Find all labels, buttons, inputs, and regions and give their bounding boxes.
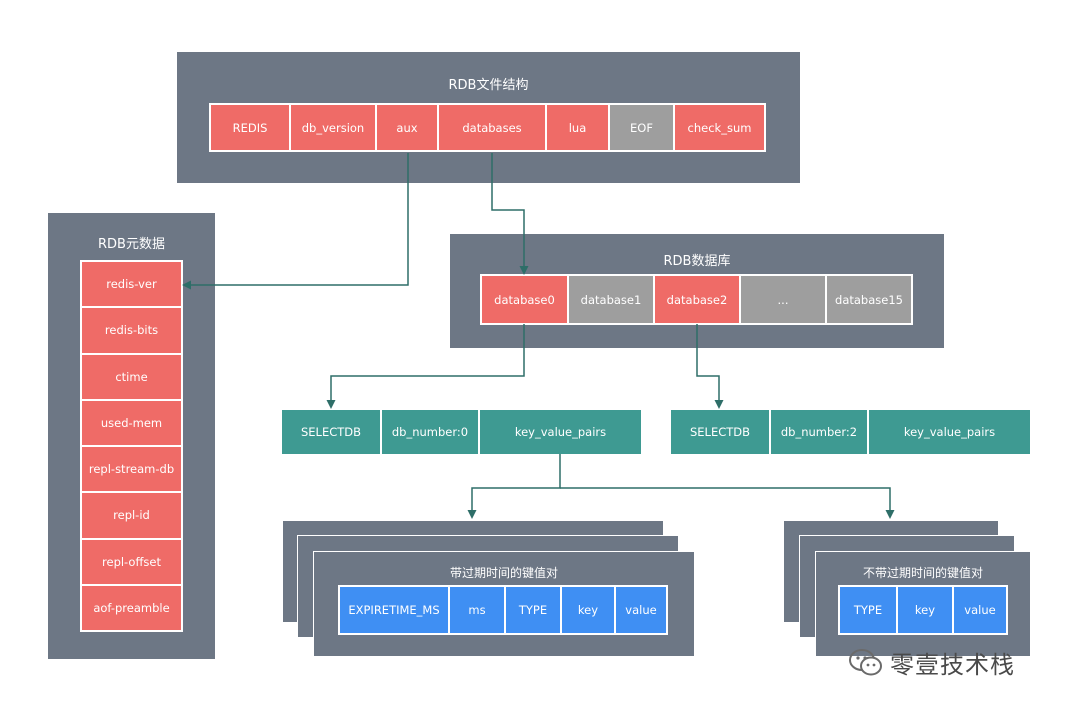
cell-plain-value: value [954, 587, 1006, 633]
rdb-database-title: RDB数据库 [663, 254, 731, 269]
cell-expiring-type: TYPE [506, 587, 562, 633]
db0-selectdb: SELECTDB [282, 410, 382, 454]
expiring-pairs-panel: 带过期时间的键值对 EXPIRETIME_MS ms TYPE key valu… [313, 551, 695, 657]
db2-selectdb-row: SELECTDB db_number:2 key_value_pairs [671, 410, 1030, 454]
cell-plain-type: TYPE [840, 587, 898, 633]
db2-db-number: db_number:2 [771, 410, 869, 454]
cell-lua: lua [547, 105, 610, 150]
arrow-databases-to-database-panel [491, 153, 529, 275]
arrow-database2-to-selectdb [696, 324, 724, 409]
cell-check-sum: check_sum [675, 105, 764, 150]
plain-pairs-title: 不带过期时间的键值对 [862, 566, 983, 580]
plain-pairs-row: TYPE key value [838, 585, 1008, 635]
meta-ctime: ctime [82, 354, 181, 401]
cell-db-version: db_version [291, 105, 377, 150]
cell-expiring-value: value [616, 587, 666, 633]
cell-expiretime-ms: EXPIRETIME_MS [340, 587, 450, 633]
meta-repl-stream-db: repl-stream-db [82, 447, 181, 494]
meta-redis-ver: redis-ver [82, 262, 181, 309]
db0-key-value-pairs: key_value_pairs [480, 410, 641, 454]
db2-key-value-pairs: key_value_pairs [869, 410, 1030, 454]
cell-ms: ms [450, 587, 506, 633]
expiring-pairs-row: EXPIRETIME_MS ms TYPE key value [338, 585, 668, 635]
meta-repl-id: repl-id [82, 493, 181, 540]
cell-database2: database2 [655, 276, 741, 323]
db2-selectdb: SELECTDB [671, 410, 771, 454]
expiring-pairs-title: 带过期时间的键值对 [449, 566, 558, 580]
cell-database0: database0 [482, 276, 569, 323]
cell-redis: REDIS [211, 105, 291, 150]
db0-db-number: db_number:0 [382, 410, 480, 454]
cell-eof: EOF [610, 105, 675, 150]
rdb-file-structure-row: REDIS db_version aux databases lua EOF c… [209, 103, 766, 152]
watermark-text: 零壹技术栈 [890, 651, 1015, 679]
cell-plain-key: key [898, 587, 954, 633]
cell-database-ellipsis: ... [741, 276, 827, 323]
cell-aux: aux [377, 105, 439, 150]
cell-database1: database1 [569, 276, 655, 323]
rdb-metadata-list: redis-ver redis-bits ctime used-mem repl… [80, 260, 183, 632]
arrow-database0-to-selectdb [326, 324, 525, 409]
watermark: 零壹技术栈 [848, 645, 1015, 680]
wechat-icon [849, 648, 882, 675]
meta-used-mem: used-mem [82, 400, 181, 447]
rdb-file-structure-panel: RDB文件结构 REDIS db_version aux databases l… [177, 52, 800, 183]
rdb-file-structure-title: RDB文件结构 [448, 78, 529, 93]
arrow-db0-kv-to-plain-pairs [560, 487, 895, 519]
cell-database15: database15 [827, 276, 911, 323]
db0-selectdb-row: SELECTDB db_number:0 key_value_pairs [282, 410, 641, 454]
cell-expiring-key: key [562, 587, 616, 633]
meta-redis-bits: redis-bits [82, 308, 181, 355]
meta-repl-offset: repl-offset [82, 539, 181, 586]
meta-aof-preamble: aof-preamble [82, 585, 181, 630]
cell-databases: databases [439, 105, 547, 150]
arrow-aux-to-metadata [182, 153, 409, 290]
plain-pairs-panel: 不带过期时间的键值对 TYPE key value [815, 551, 1031, 657]
arrow-db0-kv-to-expiring-pairs [467, 454, 561, 519]
rdb-metadata-title: RDB元数据 [98, 237, 165, 252]
